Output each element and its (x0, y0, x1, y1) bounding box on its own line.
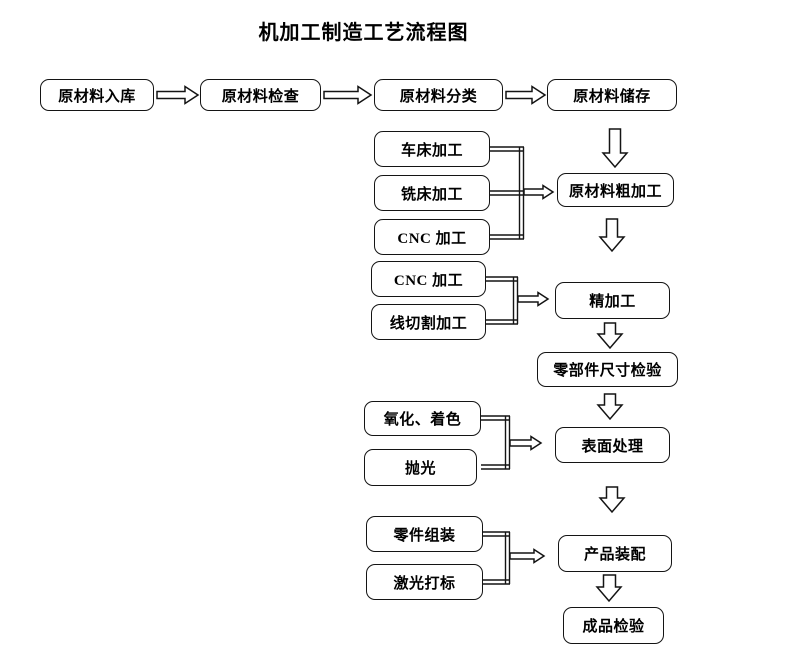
node-cnc-machining-1: CNC 加工 (374, 219, 490, 255)
down-arrow-6 (595, 574, 623, 603)
down-arrow-3 (596, 322, 624, 350)
diagram-title: 机加工制造工艺流程图 (258, 22, 469, 44)
right-arrow-1 (156, 85, 200, 105)
down-arrow-5 (598, 486, 626, 514)
node-product-assembly: 产品装配 (558, 535, 672, 572)
node-part-dimension-inspection: 零部件尺寸检验 (537, 352, 678, 387)
node-rough-machining: 原材料粗加工 (557, 173, 674, 207)
down-arrow-2 (598, 218, 626, 253)
group4-arrow (509, 548, 546, 564)
node-fine-machining: 精加工 (555, 282, 670, 319)
group4-connector-lines (483, 531, 511, 585)
node-surface-treatment: 表面处理 (555, 427, 670, 463)
node-wire-cutting: 线切割加工 (371, 304, 486, 340)
group1-connector-lines (490, 146, 525, 240)
down-arrow-1 (601, 128, 629, 169)
node-raw-material-inbound: 原材料入库 (40, 79, 154, 111)
node-raw-material-storage: 原材料储存 (547, 79, 677, 111)
node-raw-material-inspection: 原材料检查 (200, 79, 321, 111)
right-arrow-2 (323, 85, 373, 105)
node-final-inspection: 成品检验 (563, 607, 664, 644)
node-cnc-machining-2: CNC 加工 (371, 261, 486, 297)
node-raw-material-classification: 原材料分类 (374, 79, 503, 111)
group3-connector-lines (481, 415, 511, 470)
node-milling-machining: 铣床加工 (374, 175, 490, 211)
node-polishing: 抛光 (364, 449, 477, 486)
node-laser-marking: 激光打标 (366, 564, 483, 600)
group1-arrow (523, 184, 555, 200)
group3-arrow (509, 435, 543, 451)
right-arrow-3 (505, 85, 547, 105)
node-parts-assembly: 零件组装 (366, 516, 483, 552)
node-lathe-machining: 车床加工 (374, 131, 490, 167)
group2-arrow (517, 291, 550, 307)
node-oxidation-coloring: 氧化、着色 (364, 401, 481, 436)
group2-connector-lines (486, 276, 519, 325)
down-arrow-4 (596, 393, 624, 421)
